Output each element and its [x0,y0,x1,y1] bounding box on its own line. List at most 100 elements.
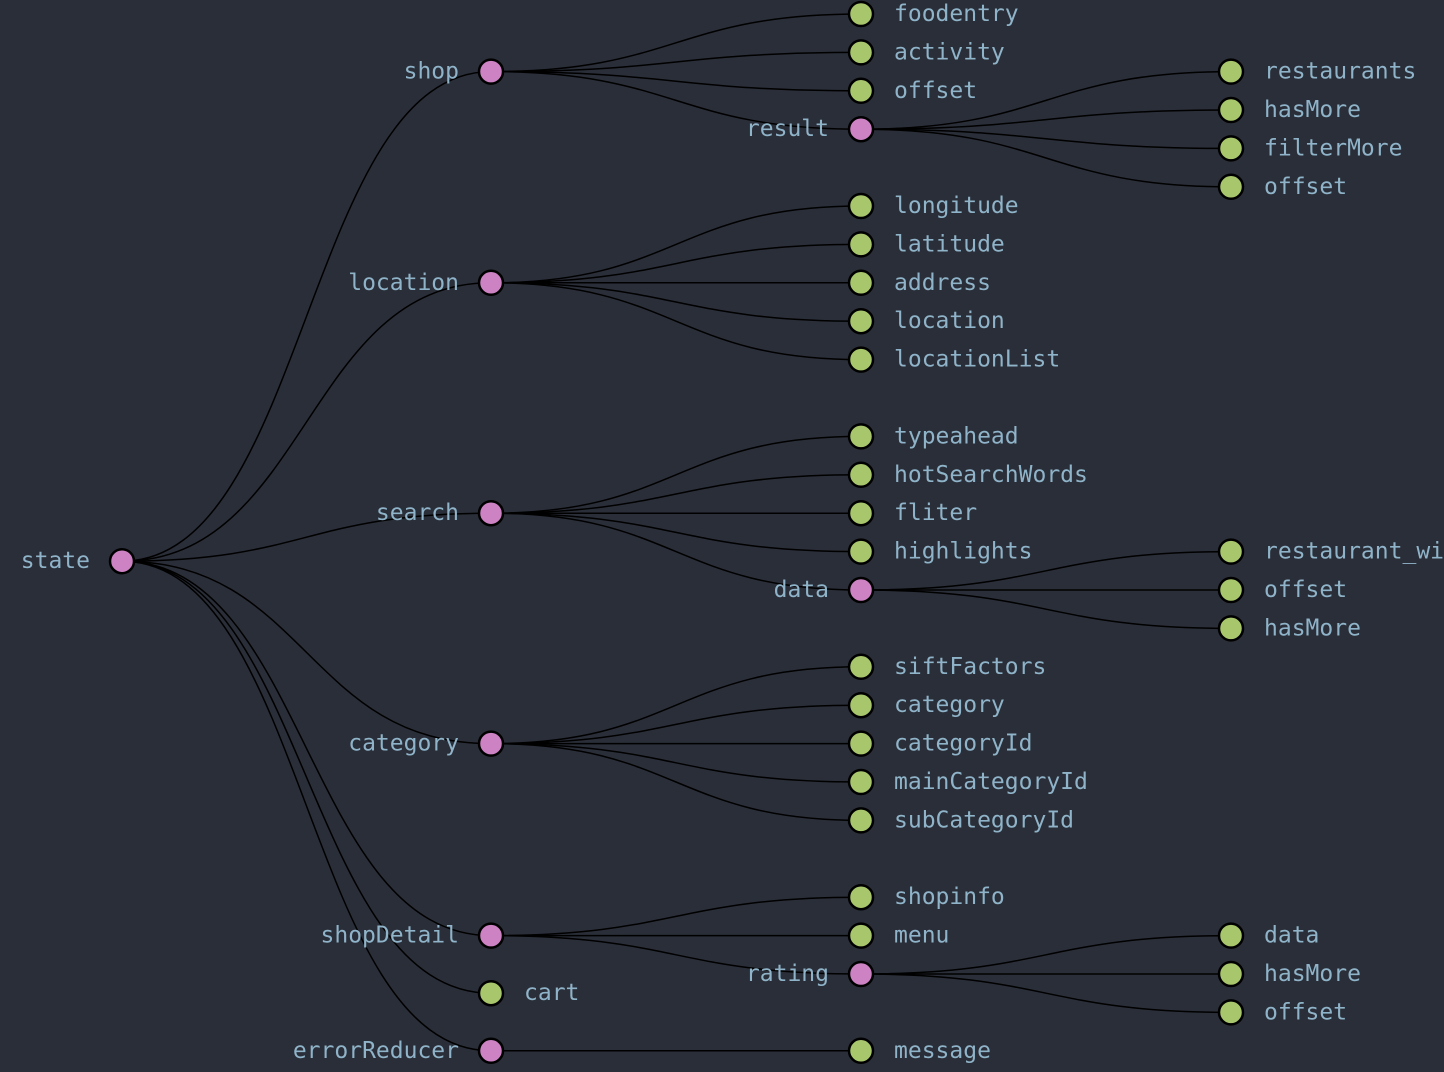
leaf-node-dot[interactable] [847,307,875,335]
branch-node-dot[interactable] [847,115,875,143]
tree-node-sift-factors[interactable]: siftFactors [847,653,1046,681]
link-category-to-sift-factors [490,666,862,745]
tree-node-foodentry[interactable]: foodentry [847,0,1019,28]
leaf-node-dot[interactable] [847,499,875,527]
leaf-node-dot[interactable] [847,77,875,105]
tree-node-fliter[interactable]: fliter [847,499,977,527]
tree-node-main-category-id[interactable]: mainCategoryId [847,768,1088,796]
leaf-node-dot[interactable] [847,269,875,297]
tree-node-result[interactable]: result [746,115,875,143]
branch-node-dot[interactable] [477,499,505,527]
leaf-node-dot[interactable] [847,768,875,796]
leaf-node-dot[interactable] [847,1037,875,1065]
tree-node-longitude[interactable]: longitude [847,192,1019,220]
link-shop-detail-to-shopinfo [490,896,862,937]
node-label: rating [746,961,829,987]
tree-node-restaurant-wi[interactable]: restaurant_wi [1217,538,1444,565]
tree-node-data[interactable]: data [774,576,875,604]
tree-node-location[interactable]: location [348,269,505,297]
tree-node-location-list[interactable]: locationList [847,346,1060,373]
tree-node-category-id[interactable]: categoryId [847,730,1032,757]
leaf-node-dot[interactable] [847,730,875,757]
tree-node-address[interactable]: address [847,269,991,297]
branch-node-dot[interactable] [477,1037,505,1065]
node-label: offset [894,78,977,104]
tree-node-search[interactable]: search [376,499,505,527]
tree-node-filter-more[interactable]: filterMore [1217,135,1402,162]
leaf-node-dot[interactable] [1217,615,1245,642]
tree-node-menu[interactable]: menu [847,922,949,949]
leaf-node-dot[interactable] [1217,960,1245,988]
tree-node-typeahead[interactable]: typeahead [847,423,1019,450]
leaf-node-dot[interactable] [847,231,875,258]
leaf-node-dot[interactable] [847,192,875,220]
link-search-to-data [490,512,862,591]
link-result-to-restaurants [860,70,1232,130]
tree-node-data[interactable]: data [1217,922,1319,949]
branch-node-dot[interactable] [847,960,875,988]
leaf-node-dot[interactable] [847,922,875,949]
leaf-node-dot[interactable] [1217,538,1245,565]
tree-node-highlights[interactable]: highlights [847,538,1032,565]
leaf-node-dot[interactable] [847,807,875,834]
tree-node-activity[interactable]: activity [847,39,1005,66]
leaf-node-dot[interactable] [1217,576,1245,604]
node-label: longitude [894,193,1019,219]
tree-node-shop-detail[interactable]: shopDetail [321,922,505,949]
branch-node-dot[interactable] [847,576,875,604]
leaf-node-dot[interactable] [1217,58,1245,85]
leaf-node-dot[interactable] [847,423,875,450]
leaf-node-dot[interactable] [847,653,875,681]
tree-node-cart[interactable]: cart [477,979,579,1007]
link-state-to-shop [121,70,492,562]
leaf-node-dot[interactable] [847,883,875,911]
branch-node-dot[interactable] [477,922,505,949]
branch-node-dot[interactable] [477,58,505,85]
link-category-to-main-category-id [490,742,862,783]
tree-node-category[interactable]: category [348,730,505,757]
tree-node-shop[interactable]: shop [404,58,505,85]
tree-node-message[interactable]: message [847,1037,991,1065]
tree-node-shopinfo[interactable]: shopinfo [847,883,1005,911]
tree-node-has-more[interactable]: hasMore [1217,615,1361,642]
leaf-node-dot[interactable] [847,0,875,28]
tree-node-offset[interactable]: offset [1217,999,1347,1026]
leaf-node-dot[interactable] [1217,96,1245,124]
tree-links [121,13,1232,1052]
node-label: data [774,577,829,603]
tree-node-latitude[interactable]: latitude [847,231,1005,258]
tree-node-error-reducer[interactable]: errorReducer [293,1037,505,1065]
tree-node-offset[interactable]: offset [1217,576,1347,604]
tree-node-hot-search-words[interactable]: hotSearchWords [847,461,1088,489]
link-state-to-search [121,512,492,562]
branch-node-dot[interactable] [108,547,136,575]
tree-node-sub-category-id[interactable]: subCategoryId [847,807,1074,834]
leaf-node-dot[interactable] [847,39,875,66]
node-label: category [348,731,459,757]
link-shop-to-foodentry [490,13,862,73]
leaf-node-dot[interactable] [477,979,505,1007]
branch-node-dot[interactable] [477,269,505,297]
branch-node-dot[interactable] [477,730,505,757]
node-label: foodentry [894,1,1019,27]
link-state-to-shop-detail [121,560,492,937]
tree-node-location[interactable]: location [847,307,1005,335]
tree-node-offset[interactable]: offset [847,77,977,105]
tree-node-has-more[interactable]: hasMore [1217,960,1361,988]
leaf-node-dot[interactable] [847,538,875,565]
tree-node-rating[interactable]: rating [746,960,875,988]
tree-node-category[interactable]: category [847,691,1005,719]
node-label: subCategoryId [894,807,1074,833]
leaf-node-dot[interactable] [1217,999,1245,1026]
leaf-node-dot[interactable] [1217,173,1245,201]
node-label: latitude [894,231,1005,257]
tree-node-restaurants[interactable]: restaurants [1217,58,1416,85]
leaf-node-dot[interactable] [1217,135,1245,162]
tree-node-offset[interactable]: offset [1217,173,1347,201]
tree-node-has-more[interactable]: hasMore [1217,96,1361,124]
leaf-node-dot[interactable] [1217,922,1245,949]
leaf-node-dot[interactable] [847,691,875,719]
tree-node-state[interactable]: state [21,547,136,575]
leaf-node-dot[interactable] [847,346,875,373]
leaf-node-dot[interactable] [847,461,875,489]
